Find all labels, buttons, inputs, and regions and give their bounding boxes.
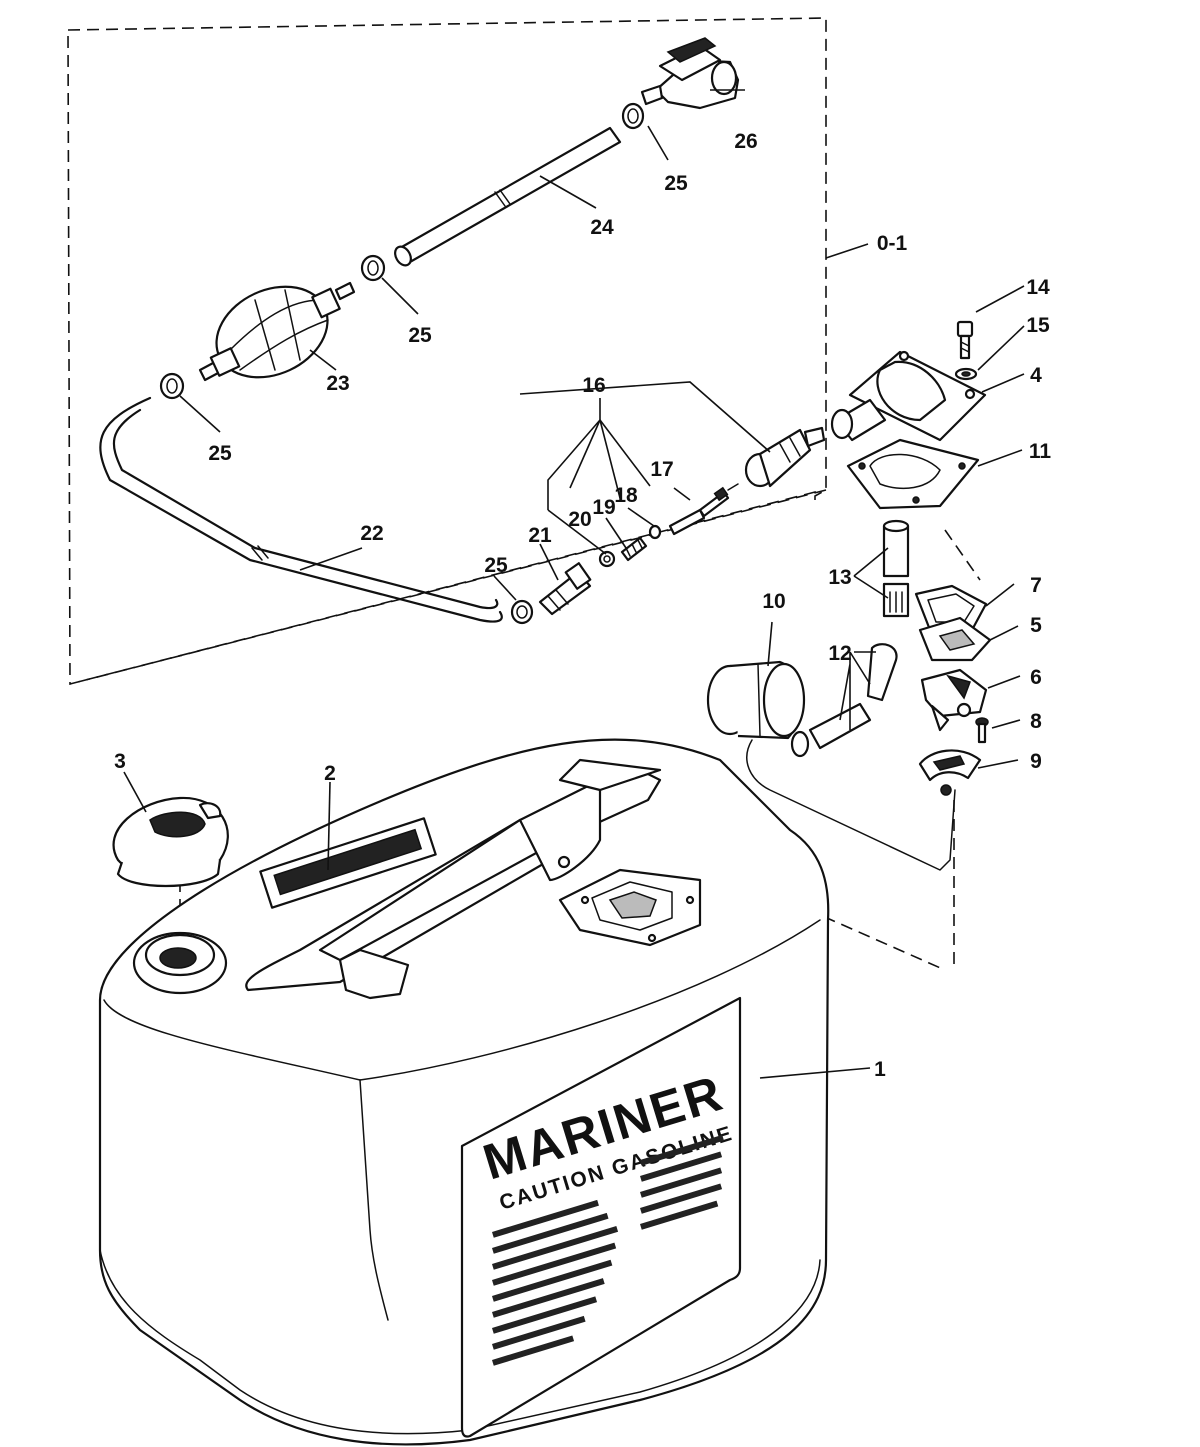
label-fine-print [491,1134,724,1366]
gasket-5 [918,616,992,662]
screw-14 [956,320,974,360]
gauge-wire [746,739,956,871]
callout-float: 10 [762,590,785,613]
spring [620,536,648,562]
clamp-25-left [159,372,185,400]
callout-engine-connector: 26 [734,130,757,153]
kit-boundary-bottom [69,489,827,685]
callout-connector-kit: 16 [582,374,605,397]
callout-fuel-gauge: 6 [1030,666,1042,689]
hose-24 [394,126,622,267]
tank-cap [112,796,229,888]
callout-clamp-left: 25 [208,442,232,465]
valve [668,483,739,536]
gasket-11 [846,438,980,510]
screw-8 [975,717,989,744]
callout-cap: 3 [114,750,126,773]
fitting [830,350,987,442]
pickup-tube [790,643,898,758]
kit-boundary [67,17,827,686]
clamp-25-mid [360,254,386,282]
o-ring [648,524,662,540]
primer-bulb [198,281,356,382]
callout-filter: 13 [828,566,851,589]
clamp-25-top [621,102,645,130]
gasket-7 [914,584,988,632]
callout-gauge-arm: 9 [1030,750,1042,773]
callout-tank: 1 [874,1058,886,1081]
filter [882,519,910,618]
callout-decal: 2 [324,762,336,785]
callout-kit: 0-1 [877,232,908,255]
callout-hose-fitting: 21 [528,524,552,547]
callout-washer-15: 15 [1026,314,1050,337]
gauge-arm [918,749,982,796]
callout-o-ring: 18 [614,484,638,507]
engine-connector [640,37,740,110]
clamp-25-bottom [510,599,534,625]
callout-pickup-tube: 12 [828,642,851,665]
callout-clamp-mid: 25 [408,324,432,347]
tank-connector [744,426,826,488]
callout-fitting: 4 [1030,364,1042,387]
hose-fitting [538,562,592,616]
washer-15 [954,367,978,381]
callout-gasket-5: 5 [1030,614,1042,637]
callout-hose-24: 24 [590,216,614,239]
callout-gasket-7: 7 [1030,574,1042,597]
callout-gasket-11: 11 [1029,440,1052,463]
float [706,660,806,740]
callout-primer-bulb: 23 [326,372,349,395]
align-line-1 [944,529,981,581]
callout-spring: 19 [592,496,615,519]
fuel-tank: MARINER CAUTION GASOLINE [98,738,830,1446]
ball [598,550,616,568]
callout-clamp-bottom: 25 [484,554,508,577]
callout-fuel-line: 22 [360,522,383,545]
fuel-line [99,396,503,623]
leader-lines [123,89,1025,1079]
callout-ball: 20 [568,508,591,531]
callout-valve: 17 [650,458,673,481]
fuel-gauge [920,668,988,732]
callout-clamp-top: 25 [664,172,688,195]
callout-screw-8: 8 [1030,710,1042,733]
callout-screw-14: 14 [1026,276,1050,299]
